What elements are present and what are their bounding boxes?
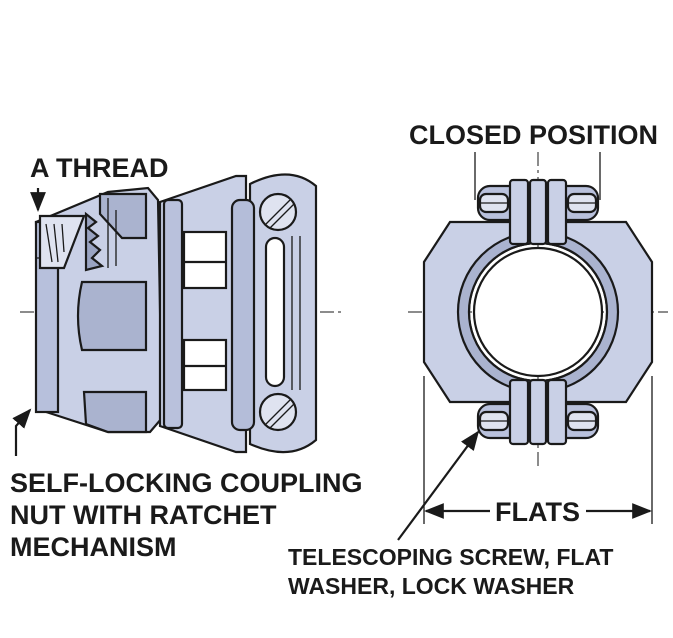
end-view — [397, 152, 668, 541]
saddle-body — [158, 174, 248, 454]
side-view — [12, 173, 345, 456]
coupling-nut-label-line3: MECHANISM — [10, 532, 177, 562]
coupling-nut-leader — [12, 408, 32, 456]
screw-label-line2: WASHER, LOCK WASHER — [288, 573, 575, 599]
closed-position-label: CLOSED POSITION — [409, 120, 658, 150]
a-thread-label: A THREAD — [30, 153, 169, 183]
bottom-split-ears — [476, 378, 600, 446]
flats-label: FLATS — [495, 497, 580, 527]
screw-leader — [397, 430, 480, 541]
clamp-bar — [230, 173, 318, 454]
coupling-nut-label-line1: SELF-LOCKING COUPLING — [10, 468, 363, 498]
top-split-ears — [476, 178, 600, 246]
screw-label-line1: TELESCOPING SCREW, FLAT — [288, 544, 613, 570]
coupling-nut-label-line2: NUT WITH RATCHET — [10, 500, 277, 530]
coupling-nut — [34, 186, 164, 434]
